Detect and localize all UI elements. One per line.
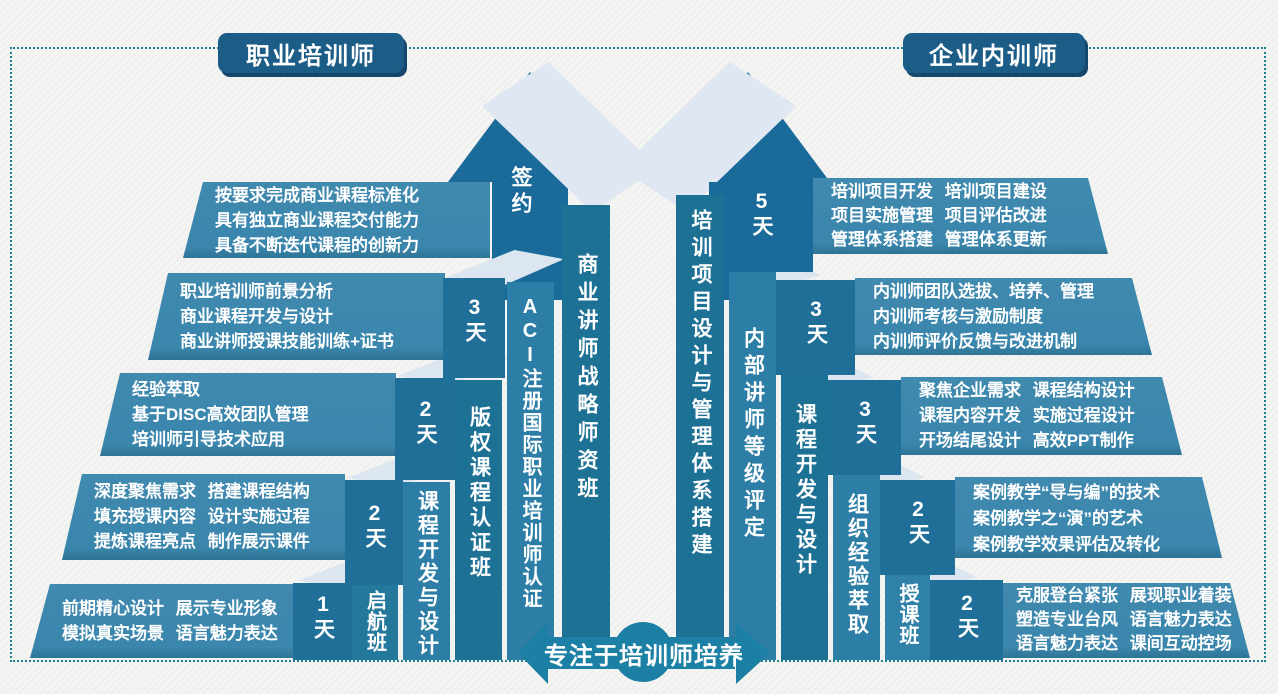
block-line: 项目实施管理 项目评估改进: [831, 206, 1047, 225]
right-step-3-column-label: 课程开发与设计: [793, 403, 817, 578]
right-step-5-column: 培训项目设计与管理体系搭建: [676, 195, 724, 660]
left-step-2-days-label: 2天: [363, 502, 386, 550]
left-step-5-column: 商业讲师战略师资班: [562, 205, 610, 660]
right-step-2-days: 2天: [880, 480, 955, 575]
right-step-2-description: 案例教学“导与编”的技术 案例教学之“演”的艺术 案例教学效果评估及转化: [955, 477, 1222, 558]
block-line: 模拟真实场景 语言魅力表达: [62, 624, 278, 643]
banner-left-arrowhead: [518, 622, 548, 684]
left-up-arrow-highlight: [482, 62, 658, 212]
banner-band: [545, 637, 735, 669]
left-step-2-column-label: 课程开发与设计: [415, 490, 439, 658]
block-line: 商业课程开发与设计: [180, 307, 333, 326]
left-step-4-column: ACI注册国际职业培训师认证: [507, 282, 554, 660]
right-step-3-days-label: 3天: [853, 398, 877, 446]
right-track-title: 企业内训师: [903, 33, 1085, 73]
right-step-3-description: 聚焦企业需求 课程结构设计 课程内容开发 实施过程设计 开场结尾设计 高效PPT…: [901, 377, 1182, 455]
left-step-3-days-label: 2天: [414, 398, 437, 446]
block-line: 管理体系搭建 管理体系更新: [831, 230, 1047, 249]
left-step-1-description: 前期精心设计 展示专业形象 模拟真实场景 语言魅力表达: [30, 584, 293, 658]
block-line: 聚焦企业需求 课程结构设计: [919, 381, 1135, 400]
block-line: 内训师评价反馈与改进机制: [873, 332, 1077, 351]
left-step-4-description: 职业培训师前景分析 商业课程开发与设计 商业讲师授课技能训练+证书: [148, 273, 445, 360]
banner-arrow: [518, 622, 770, 684]
left-step-5-days-label: 签约: [509, 166, 532, 218]
right-step-4-days: 3天: [776, 280, 855, 375]
left-step-5-days: 签约: [492, 166, 548, 278]
left-step-1-column-label: 启航班: [363, 590, 386, 653]
block-line: 具备不断迭代课程的创新力: [215, 236, 419, 255]
block-line: 内训师考核与激励制度: [873, 307, 1043, 326]
block-line: 填充授课内容 设计实施过程: [94, 507, 310, 526]
block-line: 案例教学“导与编”的技术: [973, 483, 1160, 502]
right-step-1-description: 克服登台紧张 展现职业着装 塑造专业台风 语言魅力表达 语言魅力表达 课间互动控…: [1002, 583, 1250, 658]
left-track-title: 职业培训师: [218, 33, 404, 73]
block-line: 职业培训师前景分析: [180, 282, 333, 301]
right-step-2-column-label: 组织经验萃取: [845, 493, 869, 637]
right-step-2-column: 组织经验萃取: [833, 475, 880, 660]
right-step-5-column-label: 培训项目设计与管理体系搭建: [689, 209, 712, 560]
left-step-3-description: 经验萃取 基于DISC高效团队管理 培训师引导技术应用: [100, 373, 396, 456]
right-step-4-column: 内部讲师等级评定: [729, 272, 776, 660]
left-step-2-days: 2天: [345, 480, 403, 585]
block-line: 内训师团队选拔、培养、管理: [873, 282, 1094, 301]
right-track-title-label: 企业内训师: [929, 42, 1059, 70]
left-step-4-column-label: ACI注册国际职业培训师认证: [519, 296, 541, 610]
block-line: 开场结尾设计 高效PPT制作: [919, 431, 1134, 450]
banner-slogan-label: 专注于培训师培养: [544, 642, 744, 670]
block-line: 按要求完成商业课程标准化: [215, 186, 419, 205]
right-step-5-description: 培训项目开发 培训项目建设 项目实施管理 项目评估改进 管理体系搭建 管理体系更…: [813, 178, 1108, 254]
block-line: 经验萃取: [132, 380, 200, 399]
right-step-1-days-label: 2天: [955, 592, 979, 640]
left-step-2-column: 课程开发与设计: [403, 482, 450, 660]
right-step-1-column: 授课班: [885, 575, 930, 660]
block-line: 基于DISC高效团队管理: [132, 405, 309, 424]
banner-right-arrowhead: [736, 622, 770, 684]
left-step-3-column: 版权课程认证班: [455, 380, 502, 660]
block-line: 塑造专业台风 语言魅力表达: [1016, 610, 1232, 629]
left-step-2-description: 深度聚焦需求 搭建课程结构 填充授课内容 设计实施过程 提炼课程亮点 制作展示课…: [62, 474, 345, 560]
left-step-3-column-label: 版权课程认证班: [467, 406, 491, 581]
right-step-3-column: 课程开发与设计: [781, 375, 828, 660]
left-step-4-days: 3天: [443, 278, 505, 378]
block-line: 案例教学效果评估及转化: [973, 535, 1160, 554]
right-step-4-days-label: 3天: [804, 298, 828, 346]
right-step-5-days: 5天: [709, 182, 813, 272]
left-up-arrow: [448, 62, 658, 300]
block-line: 前期精心设计 展示专业形象: [62, 599, 278, 618]
left-step-5-column-label: 商业讲师战略师资班: [575, 253, 598, 505]
right-step-4-description: 内训师团队选拔、培养、管理 内训师考核与激励制度 内训师评价反馈与改进机制: [855, 278, 1152, 355]
left-step-1-days-label: 1天: [311, 593, 335, 641]
block-line: 课程内容开发 实施过程设计: [919, 406, 1135, 425]
right-up-arrow-highlight: [620, 62, 796, 212]
right-step-3-days: 3天: [828, 380, 901, 475]
right-step-4-column-label: 内部讲师等级评定: [741, 327, 765, 543]
block-line: 培训项目开发 培训项目建设: [831, 182, 1047, 201]
right-step-2-days-label: 2天: [906, 498, 930, 546]
block-line: 培训师引导技术应用: [132, 430, 285, 449]
left-step-1-days: 1天: [293, 583, 352, 660]
left-step-4-days-label: 3天: [463, 296, 486, 344]
banner-slogan: 专注于培训师培养: [534, 638, 754, 670]
block-line: 克服登台紧张 展现职业着装: [1016, 586, 1232, 605]
block-line: 商业讲师授课技能训练+证书: [180, 332, 394, 351]
right-step-1-column-label: 授课班: [896, 583, 918, 646]
block-line: 深度聚焦需求 搭建课程结构: [94, 482, 310, 501]
block-line: 案例教学之“演”的艺术: [973, 509, 1143, 528]
left-step-5-description: 按要求完成商业课程标准化 具有独立商业课程交付能力 具备不断迭代课程的创新力: [183, 182, 490, 258]
right-step-5-days-label: 5天: [750, 190, 773, 238]
left-step-3-days: 2天: [395, 378, 455, 480]
block-line: 语言魅力表达 课间互动控场: [1016, 634, 1232, 653]
left-step-1-column: 启航班: [352, 585, 398, 660]
block-line: 具有独立商业课程交付能力: [215, 211, 419, 230]
left-track-title-label: 职业培训师: [246, 42, 376, 70]
right-step-1-days: 2天: [930, 580, 1003, 660]
block-line: 提炼课程亮点 制作展示课件: [94, 532, 310, 551]
